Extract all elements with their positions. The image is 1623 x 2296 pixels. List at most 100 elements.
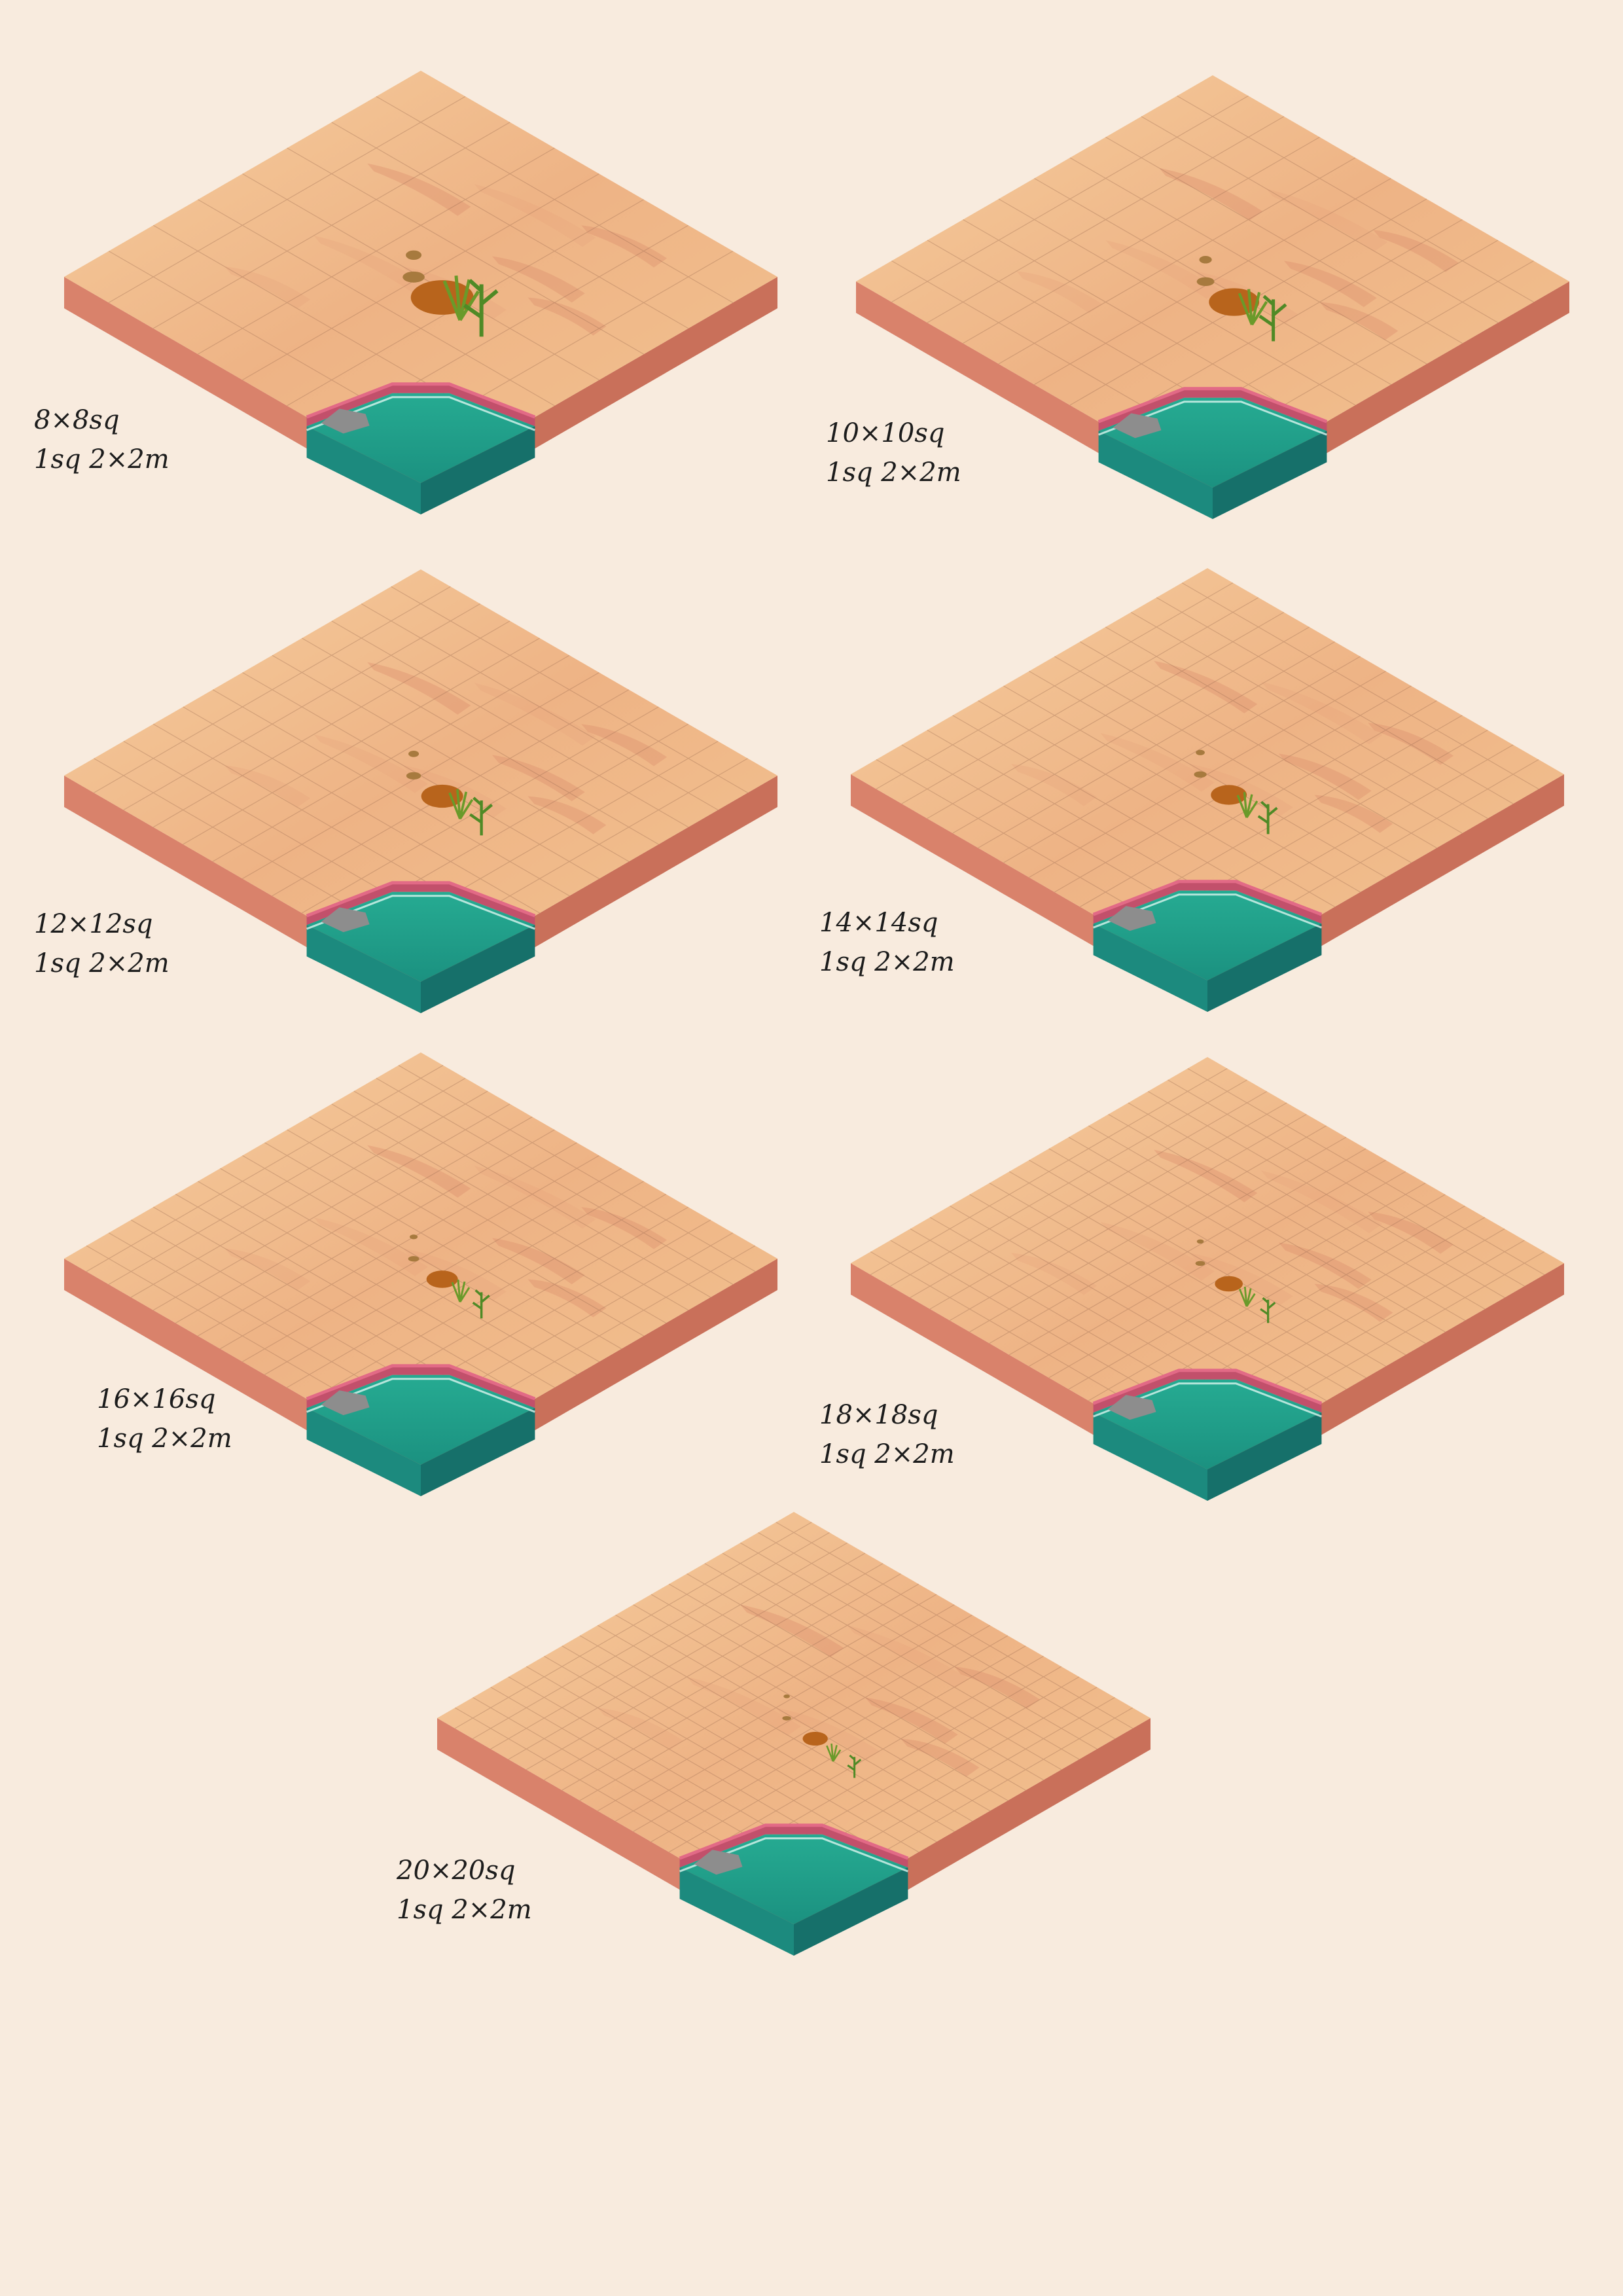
grid-line [331, 122, 689, 329]
rock-icon [1113, 413, 1162, 439]
grid-size-text: 20×20sq [397, 1856, 516, 1886]
grid-line [963, 219, 1320, 427]
lion-icon [1211, 785, 1247, 805]
grid-line [651, 1635, 1008, 1842]
grass-icon [451, 1280, 471, 1302]
grid-line [1088, 1194, 1446, 1401]
grid-line [1029, 1159, 1386, 1367]
grid-line [668, 1645, 1026, 1853]
grid-line [212, 655, 570, 862]
grid-line [579, 1594, 937, 1801]
grid-line [272, 655, 630, 862]
grid-line [998, 198, 1356, 406]
water-right-side [1207, 1412, 1322, 1501]
grid-line [1156, 597, 1514, 804]
grass-icon [1238, 1286, 1256, 1307]
board-label-14: 14×14sq 1sq 2×2m [819, 903, 955, 982]
rock-icon [694, 1850, 743, 1875]
grid-line [870, 1067, 1228, 1276]
grass-icon [448, 789, 474, 820]
sand-streak [474, 1166, 596, 1229]
banana-plant-icon [1257, 800, 1278, 834]
grid-line [1029, 1159, 1386, 1367]
river-bank-wall [1093, 1370, 1322, 1413]
grid-line [1080, 641, 1437, 849]
grid-line [220, 1142, 577, 1350]
grid-line [1068, 1182, 1426, 1390]
rock-icon [321, 1390, 370, 1416]
grid-line [633, 1604, 991, 1812]
water-left-side [306, 1408, 421, 1496]
sand-streak [1368, 1211, 1454, 1254]
sand-streak [581, 1207, 668, 1249]
board-grid [454, 1522, 1133, 1914]
grid-line [969, 1194, 1327, 1401]
sand-streak [581, 225, 668, 268]
water-right-side [421, 1408, 535, 1496]
sand-streak [597, 1708, 684, 1750]
sand-streak [1279, 753, 1372, 800]
grid-line [1048, 1148, 1406, 1355]
sand-streak [492, 1238, 585, 1285]
grid-line [1128, 1102, 1486, 1310]
sand-streak [1011, 764, 1097, 806]
grid-size-text: 12×12sq [34, 909, 153, 939]
sand-streak [1154, 660, 1258, 713]
grid-line [287, 147, 644, 355]
river-bank-edge [1097, 387, 1328, 423]
grid-line [1105, 219, 1463, 427]
board-label-16: 16×16sq 1sq 2×2m [97, 1380, 232, 1458]
grid-line [876, 582, 1234, 790]
square-scale-text: 1sq 2×2m [97, 1424, 232, 1454]
grid-line [950, 1113, 1307, 1321]
banana-plant-icon [472, 1289, 490, 1319]
lion-icon [802, 1731, 828, 1746]
square-scale-text: 1sq 2×2m [826, 457, 961, 488]
grid-line [1177, 95, 1534, 303]
gazelle-icon [406, 250, 422, 260]
grass-icon [1238, 289, 1268, 326]
board-label-20: 20×20sq 1sq 2×2m [397, 1851, 532, 1929]
gazelle-icon [406, 772, 421, 780]
sand-streak [901, 1738, 980, 1777]
grid-line [1080, 700, 1437, 908]
grid-size-text: 14×14sq [819, 908, 938, 938]
grid-line [891, 95, 1249, 303]
water-right-side [421, 426, 535, 514]
grass-icon [1236, 792, 1258, 819]
square-scale-text: 1sq 2×2m [819, 947, 955, 977]
grid-line [454, 1522, 812, 1729]
sand-streak [740, 1604, 844, 1657]
sand-streak [1319, 302, 1399, 340]
grid-line [562, 1645, 919, 1853]
grid-line [952, 626, 1310, 834]
grid-line [776, 1522, 1133, 1729]
sand-streak [1189, 1253, 1293, 1306]
grid-line [927, 116, 1285, 323]
grid-line [740, 1542, 1097, 1749]
board-label-12: 12×12sq 1sq 2×2m [34, 905, 169, 983]
grid-line [212, 689, 570, 897]
grid-line [668, 1583, 1026, 1791]
grid-line [108, 96, 466, 303]
grid-line [508, 1552, 866, 1760]
grid-line [353, 1090, 711, 1298]
grid-line [242, 1155, 599, 1363]
grid-line [544, 1573, 901, 1781]
river-bank-edge [1092, 880, 1323, 916]
river-bank-edge [1092, 1369, 1323, 1405]
sand-streak [1373, 230, 1459, 272]
grid-line [615, 1614, 972, 1822]
grid-size-text: 10×10sq [826, 418, 945, 448]
grid-line [579, 1635, 937, 1842]
rock-icon [321, 408, 370, 434]
grid-line [152, 620, 510, 828]
grid-line [687, 1573, 1044, 1781]
square-scale-text: 1sq 2×2m [34, 948, 169, 978]
grid-line [198, 1181, 555, 1388]
sand-streak [1011, 1253, 1097, 1295]
grid-line [989, 1136, 1347, 1344]
grid-line [562, 1583, 919, 1791]
sand-streak [1100, 733, 1215, 792]
